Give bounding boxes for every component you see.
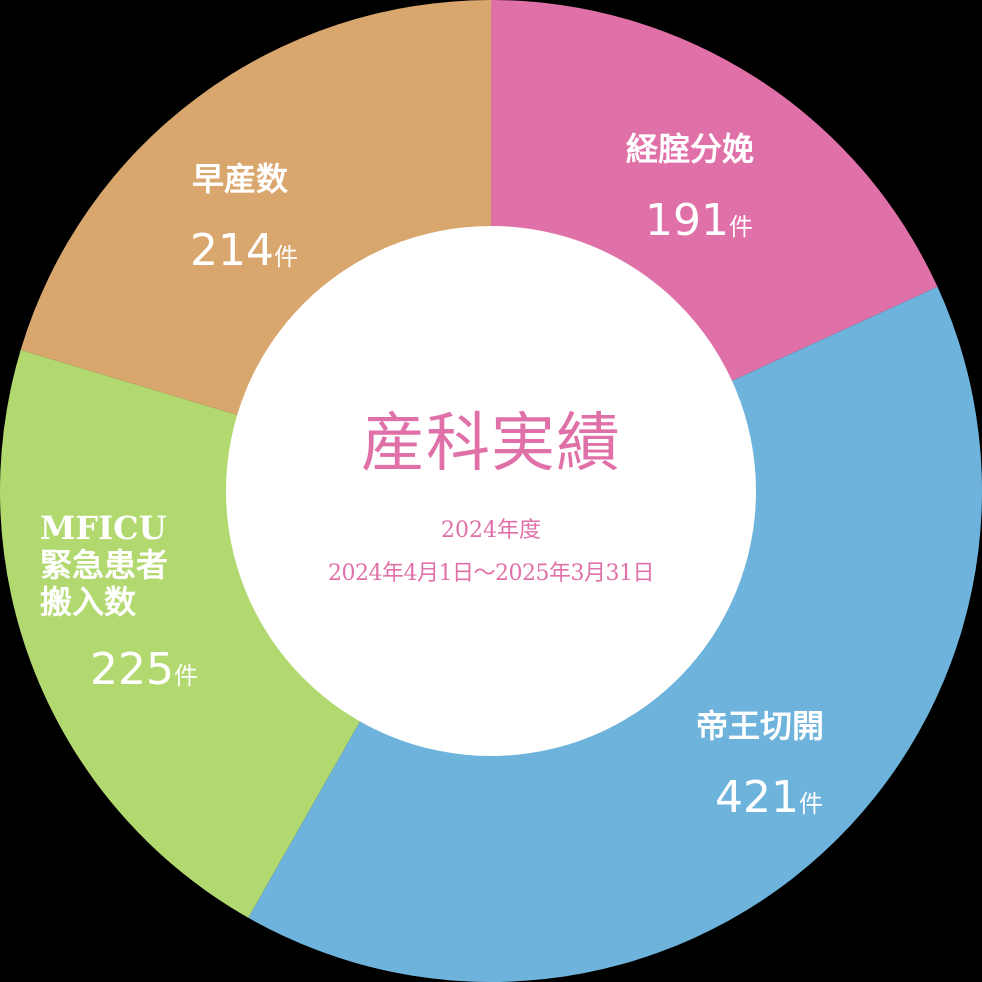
segment-value: 225件 (90, 645, 230, 701)
value-number: 225 (90, 644, 174, 695)
value-number: 214 (190, 225, 274, 276)
segment-label-cesarean-section: 帝王切開 421件 (665, 707, 855, 829)
segment-label-vaginal-delivery: 経腟分娩 191件 (595, 130, 785, 252)
segment-value: 191件 (613, 196, 785, 252)
value-unit: 件 (728, 213, 753, 241)
chart-title: 産科実績 (361, 407, 621, 481)
center-caption: 産科実績 2024年度 2024年4月1日～2025年3月31日 (226, 226, 756, 756)
value-unit: 件 (173, 662, 198, 690)
segment-label-preterm-births: 早産数 214件 (160, 160, 320, 282)
segment-name: MFICU 緊急患者 搬入数 (40, 509, 169, 621)
value-unit: 件 (798, 790, 823, 818)
segment-name: 経腟分娩 (625, 130, 754, 168)
segment-value: 214件 (168, 226, 320, 282)
donut-hole (226, 226, 756, 756)
value-unit: 件 (273, 243, 298, 271)
fiscal-year: 2024年度 (441, 518, 541, 543)
segment-name: 早産数 (191, 160, 288, 198)
value-number: 421 (715, 772, 799, 823)
period-range: 2024年4月1日～2025年3月31日 (328, 561, 654, 586)
value-number: 191 (645, 195, 729, 246)
segment-name: 帝王切開 (695, 707, 824, 745)
segment-label-mficu-emergency-admissions: MFICU 緊急患者 搬入数 225件 (40, 510, 230, 701)
segment-value: 421件 (683, 773, 855, 829)
